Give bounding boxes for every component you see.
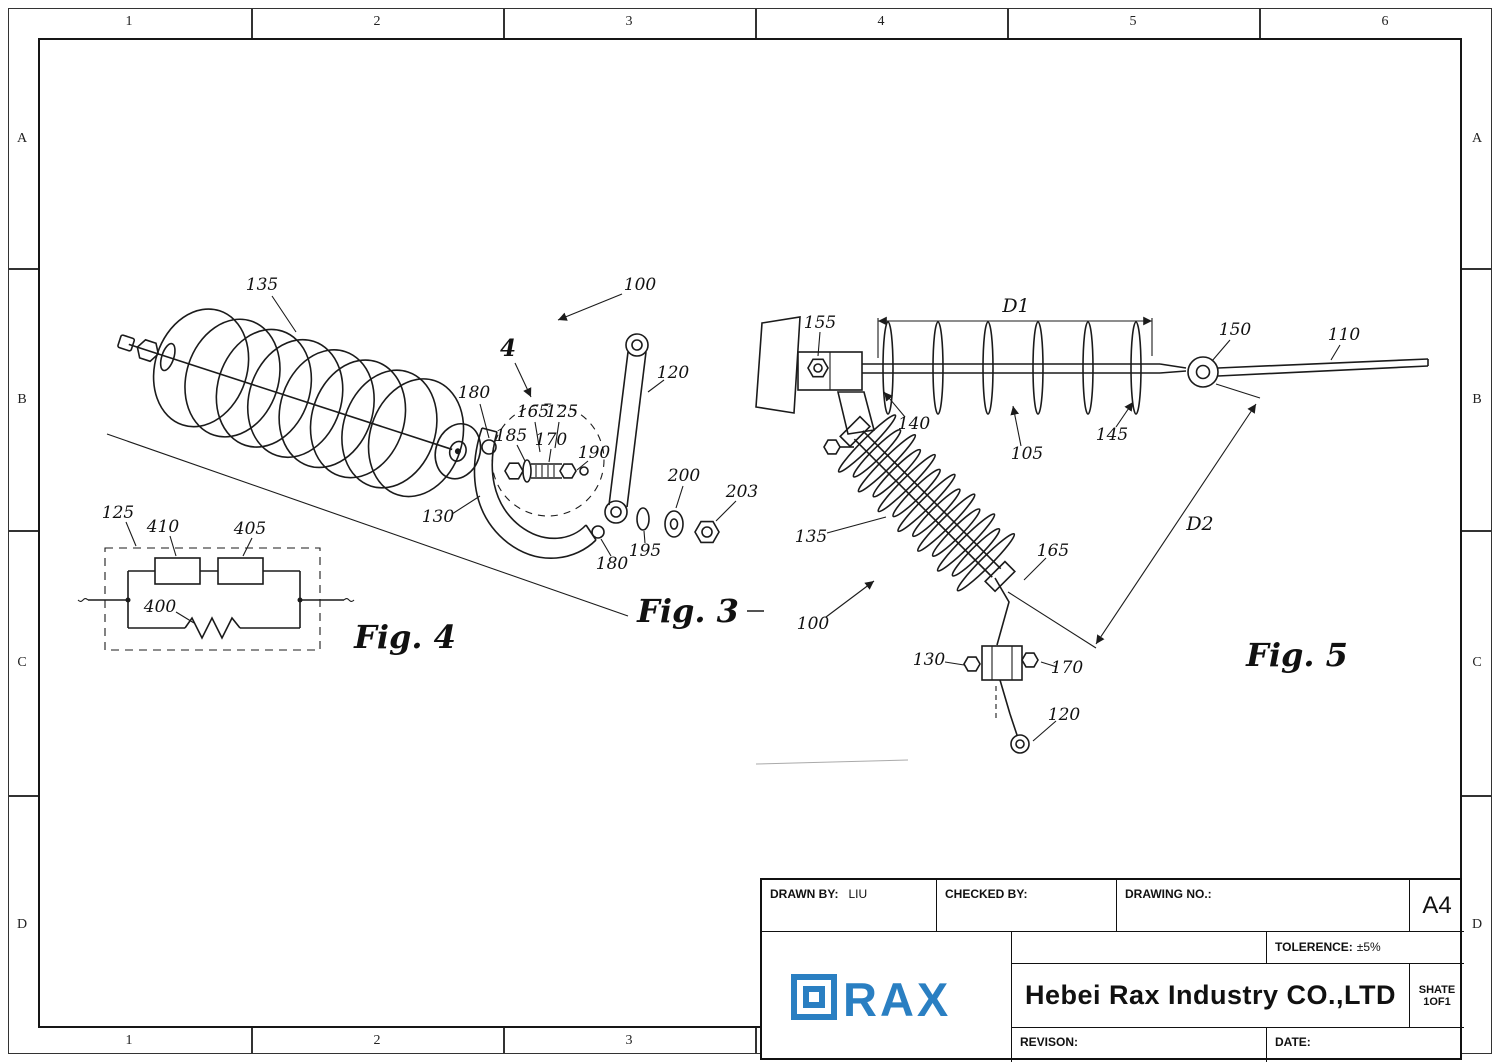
revision-label: REVISON: xyxy=(1020,1035,1079,1049)
ref-label-105-fig5: 105 xyxy=(1011,444,1043,464)
fig4-circuit-drawing xyxy=(77,547,355,651)
grid-left-d: D xyxy=(16,917,28,932)
grid-left-b: B xyxy=(17,392,27,407)
sheet-number-value: SHATE 1OF1 xyxy=(1418,983,1456,1008)
grid-top-5: 5 xyxy=(1129,14,1137,29)
company-name: Hebei Rax Industry CO.,LTD xyxy=(1024,980,1397,1010)
ref-label-145-fig5: 145 xyxy=(1096,425,1128,445)
grid-right-b: B xyxy=(1472,392,1482,407)
dim-label-d2-fig5: D2 xyxy=(1185,513,1213,535)
ref-label-180b-fig3: 180 xyxy=(596,554,629,574)
ref-label-150-fig5: 150 xyxy=(1219,320,1252,340)
fig5-assembly-drawing xyxy=(755,316,1429,765)
ref-label-405-fig4: 405 xyxy=(233,519,266,539)
ref-label-410-fig4: 410 xyxy=(146,517,180,537)
drawing-no-label: DRAWING NO.: xyxy=(1125,887,1212,901)
grid-right-a: A xyxy=(1471,131,1483,146)
fig4-leader-lines xyxy=(125,521,253,624)
tolerance-spacer-cell xyxy=(1012,932,1267,964)
ref-label-130-fig5: 130 xyxy=(913,650,946,670)
grid-bottom-3: 3 xyxy=(625,1033,633,1048)
date-cell: DATE: xyxy=(1267,1028,1464,1062)
grid-top-2: 2 xyxy=(373,14,381,29)
drawn-by-value: LIU xyxy=(848,887,868,901)
ref-label-200-fig3: 200 xyxy=(667,466,701,486)
ref-label-4-fig3: 4 xyxy=(500,335,516,362)
ref-label-170-fig5: 170 xyxy=(1051,658,1084,678)
grid-bottom-1: 1 xyxy=(125,1033,133,1048)
ref-label-190-fig3: 190 xyxy=(578,443,611,463)
paper-size-value: A4 xyxy=(1422,891,1452,919)
fig3-leader-lines xyxy=(271,293,737,557)
fig4-caption: Fig. 4 xyxy=(353,618,456,656)
ref-label-135-fig3: 135 xyxy=(246,275,278,295)
ref-label-400-fig4: 400 xyxy=(143,597,177,617)
checked-by-label: CHECKED BY: xyxy=(945,887,1028,901)
ref-label-165-fig3: 165 xyxy=(517,402,549,422)
tolerance-label: TOLERENCE: xyxy=(1275,940,1353,954)
fig3-caption: Fig. 3 xyxy=(636,592,739,630)
company-cell: Hebei Rax Industry CO.,LTD xyxy=(1012,964,1410,1028)
drawn-by-cell: DRAWN BY: LIU xyxy=(762,880,937,932)
logo-cell: RAX xyxy=(762,932,1012,1062)
revision-cell: REVISON: xyxy=(1012,1028,1267,1062)
title-block: DRAWN BY: LIU CHECKED BY: DRAWING NO.: A4… xyxy=(760,878,1464,1062)
fig5-caption: Fig. 5 xyxy=(1245,636,1348,674)
fig5-leader-lines xyxy=(817,331,1341,742)
grid-top-6: 6 xyxy=(1381,14,1389,29)
grid-right-c: C xyxy=(1472,655,1482,670)
ref-label-140-fig5: 140 xyxy=(898,414,931,434)
grid-left-c: C xyxy=(17,655,27,670)
rax-logo: RAX xyxy=(790,973,951,1025)
grid-right-d: D xyxy=(1471,917,1483,932)
tolerance-value: ±5% xyxy=(1356,940,1381,954)
ref-label-120-fig5: 120 xyxy=(1048,705,1081,725)
ref-label-155-fig5: 155 xyxy=(804,313,836,333)
fig3-insulator-drawing xyxy=(117,308,482,498)
tolerance-cell: TOLERENCE:±5% xyxy=(1267,932,1464,964)
paper-size-cell: A4 xyxy=(1410,880,1464,932)
ref-label-185-fig3: 185 xyxy=(495,426,527,446)
ref-label-100-fig5: 100 xyxy=(797,614,830,634)
grid-top-1: 1 xyxy=(125,14,133,29)
ref-label-110-fig5: 110 xyxy=(1328,325,1361,345)
ref-label-135-fig5: 135 xyxy=(795,527,827,547)
grid-top-3: 3 xyxy=(625,14,633,29)
dim-label-d1-fig5: D1 xyxy=(1001,295,1029,317)
rax-logo-text: RAX xyxy=(843,973,951,1025)
figures-canvas: 135 100 4 180 165 125 185 170 190 130 12… xyxy=(77,275,1429,765)
date-label: DATE: xyxy=(1275,1035,1311,1049)
ref-label-125-fig4: 125 xyxy=(102,503,134,523)
drawing-no-cell: DRAWING NO.: xyxy=(1117,880,1410,932)
ref-label-170-fig3: 170 xyxy=(535,430,568,450)
ref-label-203-fig3: 203 xyxy=(725,482,758,502)
grid-top-4: 4 xyxy=(877,14,885,29)
ref-label-120-fig3: 120 xyxy=(657,363,690,383)
ref-label-130-fig3: 130 xyxy=(422,507,455,527)
grid-left-a: A xyxy=(16,131,28,146)
sheet-number-cell: SHATE 1OF1 xyxy=(1410,964,1464,1028)
ref-label-195-fig3: 195 xyxy=(629,541,661,561)
ref-label-125-fig3: 125 xyxy=(546,402,578,422)
checked-by-cell: CHECKED BY: xyxy=(937,880,1117,932)
rax-logo-icon-inner xyxy=(802,986,825,1008)
ref-label-165-fig5: 165 xyxy=(1037,541,1069,561)
drawn-by-label: DRAWN BY: xyxy=(770,887,839,901)
ref-label-180a-fig3: 180 xyxy=(458,383,491,403)
rax-logo-icon xyxy=(790,974,837,1020)
grid-bottom-2: 2 xyxy=(373,1033,381,1048)
ref-label-100-fig3: 100 xyxy=(624,275,657,295)
fig3-exploded-drawing xyxy=(106,333,764,617)
inner-border xyxy=(38,38,1462,1028)
